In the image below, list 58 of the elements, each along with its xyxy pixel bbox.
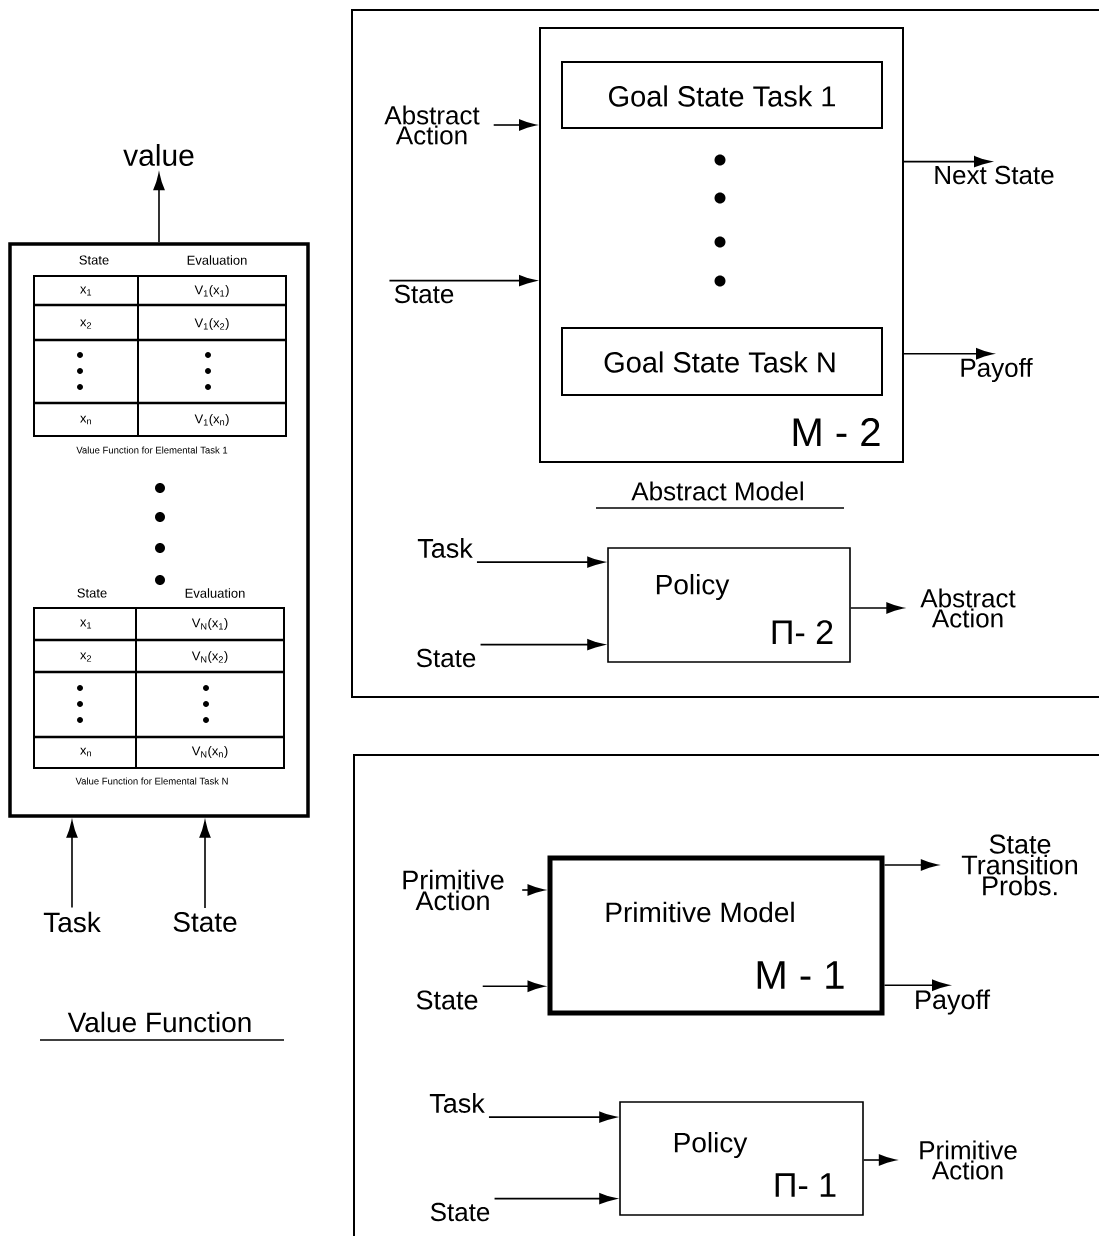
signal-label: State Transition Probs. (961, 834, 1077, 896)
panel-frame (353, 754, 1099, 1236)
table-cell: x$_{1}$ (80, 619, 92, 629)
arrow (66, 821, 78, 909)
table-cell: x$_{n}$ (80, 747, 91, 757)
arrow (863, 1154, 896, 1166)
table-cell: V$_{N}$(x$_{1}$) (191, 617, 228, 631)
signal-label: Next State (935, 165, 1054, 185)
model-box: Primitive Model M - 1 (547, 855, 885, 1016)
signal-label: Task (429, 1093, 485, 1113)
arrow (488, 1111, 616, 1123)
signal-label: State (394, 284, 454, 304)
arrow (903, 348, 993, 360)
arrow (850, 602, 903, 614)
signal-label: Abstract Action (384, 105, 480, 145)
table-cell: V$_{1}$(x$_{2}$) (194, 317, 229, 331)
column-header: Evaluation (185, 588, 245, 598)
signal-label: Primitive Action (403, 869, 504, 911)
column-header: State (79, 255, 109, 265)
policy-box: Policy Π- 2 (607, 547, 851, 663)
table-cell: x$_{n}$ (80, 415, 91, 425)
signal-label: Payoff (916, 989, 991, 1015)
signal-label: State (416, 990, 478, 1010)
panel-frame (351, 9, 1099, 698)
arrow (521, 884, 545, 896)
table-cell: V$_{1}$(x$_{n}$) (194, 413, 229, 427)
arrow (476, 556, 604, 568)
signal-label: Task (43, 911, 101, 933)
value-function-box (8, 242, 310, 818)
table-cell: x$_{2}$ (80, 652, 92, 662)
arrow (199, 821, 211, 909)
table-caption: Value Function for Elemental Task 1 (76, 446, 228, 454)
underlined-heading: Value Function (39, 1011, 285, 1041)
table-cell: V$_{1}$(x$_{1}$) (194, 284, 229, 298)
arrow (481, 980, 545, 992)
signal-label: State (430, 1202, 490, 1222)
underlined-heading: Abstract Model (595, 481, 845, 509)
table-cell: V$_{N}$(x$_{n}$) (191, 745, 228, 759)
arrow (883, 979, 949, 991)
policy-box: Policy Π- 1 (619, 1101, 864, 1216)
column-header: Evaluation (187, 255, 247, 265)
column-header: State (77, 588, 107, 598)
signal-label: State (173, 912, 237, 932)
arrow (153, 173, 165, 244)
signal-label: Abstract Action (920, 588, 1016, 628)
table-cell: V$_{N}$(x$_{2}$) (191, 650, 228, 664)
goal-state-box: Goal State Task 1 (561, 61, 883, 129)
signal-label: Payoff (961, 357, 1033, 383)
arrow (883, 859, 938, 871)
signal-label: value (123, 144, 194, 167)
signal-label: Primitive Action (920, 1140, 1017, 1180)
table-cell: x$_{1}$ (80, 286, 92, 296)
table-caption: Value Function for Elemental Task N (75, 777, 228, 785)
arrow (492, 119, 536, 131)
table-cell: x$_{2}$ (80, 319, 92, 329)
goal-state-box: Goal State Task N (561, 327, 883, 396)
signal-label: State (416, 648, 476, 668)
signal-label: Task (417, 538, 473, 558)
